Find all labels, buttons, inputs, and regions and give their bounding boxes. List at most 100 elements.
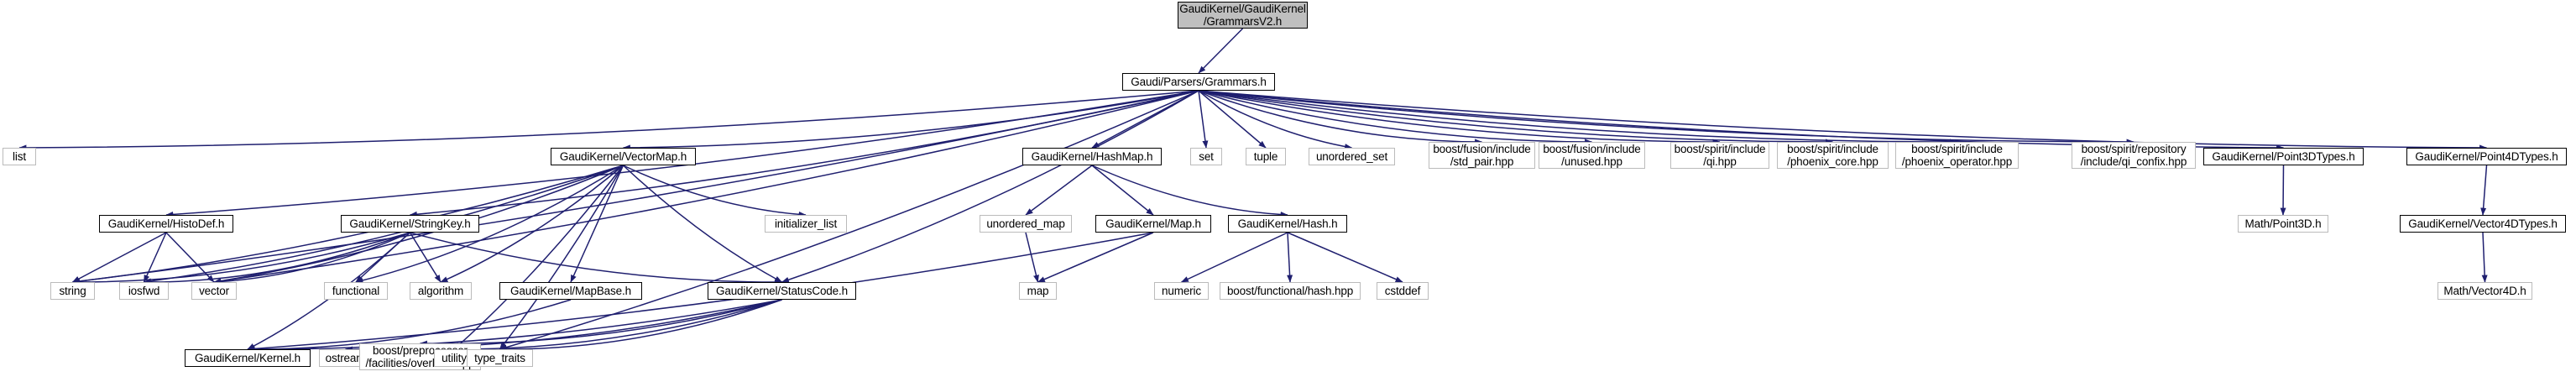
graph-node-label: GaudiKernel/GaudiKernel /GrammarsV2.h [1179, 3, 1306, 28]
graph-edge [143, 232, 167, 283]
graph-node-label: GaudiKernel/MapBase.h [510, 285, 631, 297]
graph-node[interactable]: Math/Point3D.h [2238, 215, 2328, 233]
graph-node[interactable]: GaudiKernel/Point4DTypes.h [2406, 148, 2567, 165]
graph-edge [1025, 232, 1039, 283]
graph-node[interactable]: boost/functional/hash.hpp [1220, 282, 1361, 300]
graph-node[interactable]: unordered_set [1309, 148, 1395, 165]
graph-node[interactable]: GaudiKernel/Point3DTypes.h [2203, 148, 2364, 165]
graph-edge [213, 90, 1199, 285]
graph-node[interactable]: boost/spirit/include /phoenix_operator.h… [1895, 142, 2019, 169]
graph-node[interactable]: utility [434, 349, 474, 367]
graph-node[interactable]: GaudiKernel/HashMap.h [1022, 148, 1162, 165]
graph-node[interactable]: GaudiKernel/Vector4DTypes.h [2400, 215, 2566, 233]
graph-edge [499, 165, 624, 350]
graph-node-label: GaudiKernel/StringKey.h [349, 217, 471, 230]
graph-node[interactable]: iosfwd [119, 282, 169, 300]
graph-edge [1091, 165, 1288, 218]
graph-node-label: GaudiKernel/Map.h [1105, 217, 1201, 230]
graph-node-label: GaudiKernel/Point4DTypes.h [2415, 150, 2558, 163]
graph-node-label: Gaudi/Parsers/Grammars.h [1131, 76, 1267, 88]
graph-node-label: unordered_set [1315, 150, 1388, 163]
graph-node-label: Math/Point3D.h [2244, 217, 2322, 230]
graph-node-label: type_traits [474, 352, 525, 364]
graph-edge [1198, 90, 1834, 145]
graph-node-label: boost/spirit/include /phoenix_core.hpp [1787, 143, 1878, 168]
graph-node[interactable]: algorithm [410, 282, 472, 300]
graph-node[interactable]: boost/spirit/include /phoenix_core.hpp [1777, 142, 1889, 169]
graph-node-label: tuple [1253, 150, 1278, 163]
graph-node-label: GaudiKernel/Kernel.h [194, 352, 301, 364]
graph-edge [1198, 90, 1958, 145]
graph-node-label: string [59, 285, 86, 297]
graph-node[interactable]: set [1190, 148, 1222, 165]
graph-edge [247, 299, 782, 353]
graph-node[interactable]: boost/spirit/repository /include/qi_conf… [2072, 142, 2196, 169]
graph-edge [213, 232, 410, 285]
graph-edge [1198, 90, 2488, 151]
graph-edge [1198, 90, 2285, 151]
graph-node[interactable]: GaudiKernel/GaudiKernel /GrammarsV2.h [1178, 2, 1308, 29]
graph-node[interactable]: GaudiKernel/StatusCode.h [708, 282, 856, 300]
graph-node[interactable]: vector [191, 282, 237, 300]
graph-edge [410, 232, 783, 285]
graph-node[interactable]: GaudiKernel/Hash.h [1228, 215, 1347, 233]
graph-edge [1198, 90, 1593, 145]
graph-node-label: algorithm [417, 285, 464, 297]
graph-node-label: functional [332, 285, 380, 297]
graph-edge [2280, 165, 2286, 216]
graph-edge [781, 90, 1199, 283]
graph-node-label: map [1027, 285, 1049, 297]
graph-node[interactable]: boost/fusion/include /std_pair.hpp [1429, 142, 1535, 169]
graph-edge [18, 90, 1199, 151]
graph-node[interactable]: GaudiKernel/StringKey.h [341, 215, 479, 233]
graph-edge [1198, 90, 1267, 149]
graph-node[interactable]: cstddef [1377, 282, 1429, 300]
graph-node[interactable]: functional [324, 282, 388, 300]
graph-node-label: GaudiKernel/HistoDef.h [107, 217, 225, 230]
graph-edge [499, 90, 1199, 350]
graph-edge [165, 232, 215, 283]
graph-edge [623, 165, 807, 217]
graph-edge [1180, 232, 1288, 283]
graph-edge [1091, 165, 1154, 216]
graph-edge [419, 299, 782, 347]
graph-node-label: GaudiKernel/Point3DTypes.h [2212, 150, 2355, 163]
graph-node[interactable]: unordered_map [980, 215, 1072, 233]
graph-node[interactable]: initializer_list [765, 215, 847, 233]
graph-edge [622, 90, 1199, 151]
graph-node[interactable]: list [3, 148, 36, 165]
graph-node-label: boost/fusion/include /unused.hpp [1543, 143, 1641, 168]
graph-edge [2481, 232, 2488, 283]
graph-node[interactable]: Gaudi/Parsers/Grammars.h [1122, 73, 1275, 91]
graph-node[interactable]: GaudiKernel/Map.h [1095, 215, 1211, 233]
graph-edge [143, 232, 410, 285]
graph-node-label: numeric [1162, 285, 1201, 297]
graph-edge [570, 165, 624, 283]
graph-edge [247, 299, 572, 353]
graph-edge [71, 232, 410, 285]
graph-edge [1198, 90, 1353, 150]
graph-edge [622, 165, 783, 283]
graph-node[interactable]: map [1019, 282, 1057, 300]
graph-edge [1287, 232, 1403, 283]
graph-node-label: GaudiKernel/VectorMap.h [559, 150, 687, 163]
graph-node-label: list [13, 150, 26, 163]
graph-node[interactable]: string [50, 282, 95, 300]
graph-node-label: utility [442, 352, 467, 364]
graph-node[interactable]: boost/fusion/include /unused.hpp [1539, 142, 1645, 169]
graph-node[interactable]: GaudiKernel/VectorMap.h [551, 148, 696, 165]
graph-node[interactable]: Math/Vector4D.h [2438, 282, 2532, 300]
graph-node-label: GaudiKernel/HashMap.h [1031, 150, 1153, 163]
graph-node[interactable]: boost/spirit/include /qi.hpp [1670, 142, 1769, 169]
graph-node[interactable]: GaudiKernel/Kernel.h [185, 349, 311, 367]
graph-node[interactable]: GaudiKernel/HistoDef.h [99, 215, 233, 233]
graph-edge [1198, 90, 2134, 145]
graph-node[interactable]: tuple [1246, 148, 1286, 165]
graph-node[interactable]: type_traits [467, 349, 533, 367]
graph-edge [409, 232, 442, 283]
graph-node-label: set [1199, 150, 1214, 163]
graph-edge [499, 299, 782, 353]
graph-node[interactable]: numeric [1154, 282, 1209, 300]
graph-node[interactable]: GaudiKernel/MapBase.h [499, 282, 642, 300]
